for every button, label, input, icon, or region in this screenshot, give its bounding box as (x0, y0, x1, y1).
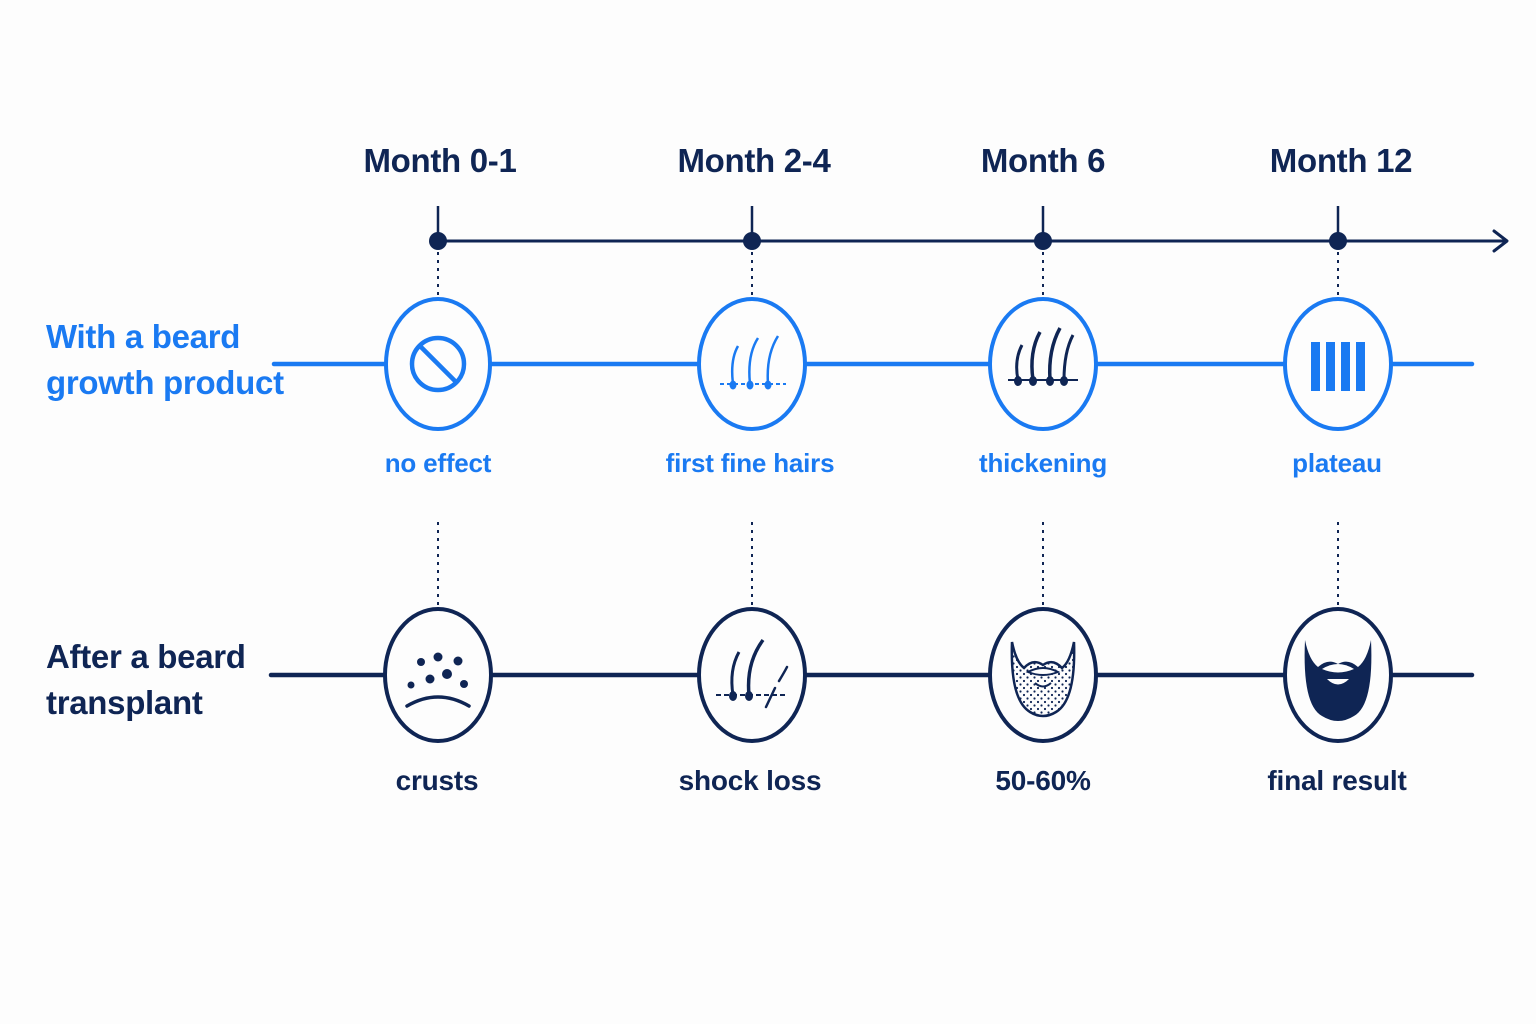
fine-hairs-icon (697, 297, 807, 431)
transplant-stage-label-0: crusts (395, 765, 479, 796)
timeline-tick-1 (743, 206, 761, 250)
transplant-stage-label-3: final result (1267, 765, 1407, 796)
month-label-3: Month 12 (1269, 142, 1413, 179)
plateau-bars-icon (1283, 297, 1393, 431)
shock-loss-icon (697, 607, 807, 743)
timeline-tick-2 (1034, 206, 1052, 250)
product-row-label: With a beard growth product (46, 318, 284, 401)
timeline-tick-0 (429, 206, 447, 250)
partial-beard-icon (988, 607, 1098, 743)
month-label-2: Month 6 (980, 142, 1106, 179)
month-label-1: Month 2-4 (677, 142, 831, 179)
product-stage-label-1: first fine hairs (665, 448, 835, 478)
crusts-icon (383, 607, 493, 743)
dotted-connectors (437, 252, 1339, 606)
product-stage-label-0: no effect (384, 448, 492, 478)
product-stage-label-3: plateau (1292, 448, 1382, 478)
no-effect-icon (384, 297, 492, 431)
product-stage-label-2: thickening (978, 448, 1107, 478)
month-label-0: Month 0-1 (363, 142, 517, 179)
thickening-hairs-icon (988, 297, 1098, 431)
transplant-stage-label-1: shock loss (678, 765, 822, 796)
transplant-stage-label-2: 50-60% (995, 765, 1091, 796)
timeline-axis (438, 229, 1509, 253)
timeline-tick-3 (1329, 206, 1347, 250)
full-beard-icon (1283, 607, 1393, 743)
transplant-row-label: After a beard transplant (46, 638, 246, 721)
